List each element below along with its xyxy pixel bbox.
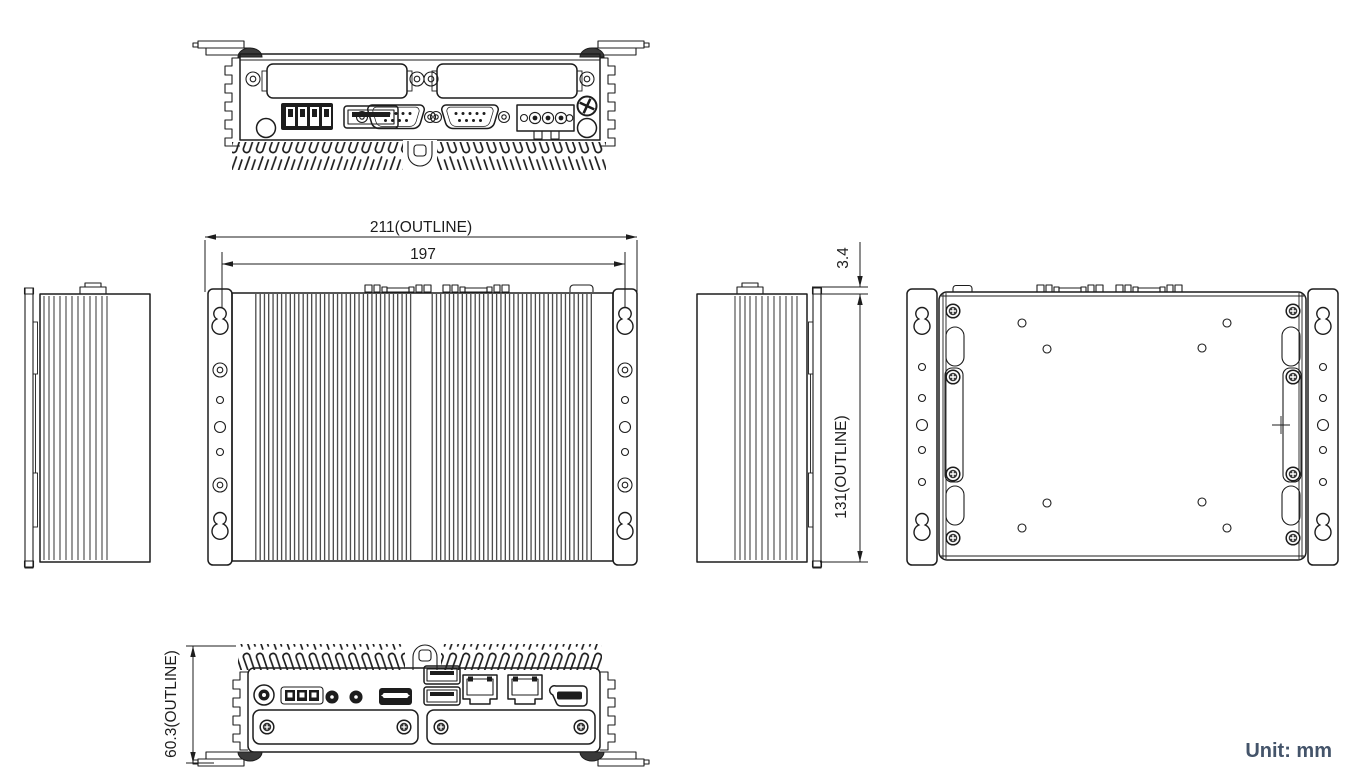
keyhole-slot — [913, 306, 931, 336]
round-hole — [255, 117, 277, 139]
connector-top-profile — [364, 284, 432, 293]
left-side-view — [23, 282, 151, 569]
dim-label-131: 131(OUTLINE) — [833, 415, 850, 518]
plate-rail-left — [942, 293, 965, 559]
slot-screw — [423, 71, 439, 87]
expansion-slot-cover — [436, 63, 578, 99]
dim-label-211: 211(OUTLINE) — [370, 219, 472, 236]
plate-rail-right — [1281, 293, 1303, 559]
keyhole-slot — [913, 512, 931, 542]
connector-top-profile — [442, 284, 510, 293]
mounting-plate-edge — [812, 287, 822, 569]
keyhole-slot — [1314, 306, 1332, 336]
hdmi-port — [379, 688, 412, 705]
heatsink-fins — [253, 294, 413, 560]
usb-port — [423, 665, 461, 685]
top-tab — [736, 282, 764, 295]
heatsink-fins — [238, 642, 602, 672]
audio-jack — [325, 690, 339, 704]
top-tab — [79, 282, 107, 295]
expansion-slot-cover — [252, 709, 419, 745]
side-body — [696, 293, 808, 563]
serial-port-db9 — [429, 104, 511, 130]
expansion-slot-cover — [426, 709, 596, 745]
keyhole-slot — [211, 511, 229, 541]
connector-top-profile — [1036, 284, 1104, 293]
cover-screw — [259, 719, 275, 735]
top-view — [192, 40, 650, 172]
mounting-plate-edge — [24, 287, 34, 569]
lan-port — [507, 674, 543, 705]
mounting-bracket-left — [906, 288, 938, 566]
connector-top-profile — [1115, 284, 1183, 293]
lan-port — [462, 674, 498, 705]
cover-screw — [433, 719, 449, 735]
dim-label-197: 197 — [410, 246, 436, 263]
keyhole-slot — [616, 306, 634, 336]
heatsink-fins — [429, 294, 592, 560]
expansion-slot-cover — [266, 63, 408, 99]
usb-port — [423, 686, 461, 706]
audio-jack — [349, 690, 363, 704]
displayport — [548, 684, 588, 707]
front-view — [207, 284, 638, 566]
side-body — [39, 293, 151, 563]
power-terminal-block — [516, 104, 575, 140]
dimension-height-outline: 131(OUTLINE) — [820, 294, 868, 563]
dim-label-3-4: 3.4 — [835, 247, 852, 269]
mounting-plate — [938, 291, 1307, 561]
dip-switch — [281, 103, 333, 130]
bottom-view — [192, 642, 650, 767]
keyhole-slot — [211, 306, 229, 336]
plate-screw-holes — [1017, 318, 1232, 533]
keyhole-slot — [616, 511, 634, 541]
top-tab — [569, 284, 594, 292]
mounting-ear-left — [192, 751, 263, 767]
mounting-bracket-right — [1307, 288, 1339, 566]
right-side-view — [696, 282, 823, 569]
mounting-ear-right — [579, 751, 650, 767]
dim-label-60-3: 60.3(OUTLINE) — [163, 650, 180, 758]
heatsink-fins — [232, 140, 606, 172]
unit-label: Unit: mm — [1245, 740, 1332, 762]
dimension-width-outline: 211(OUTLINE) — [204, 219, 638, 292]
rear-view — [906, 284, 1339, 566]
power-button — [253, 684, 275, 706]
cover-screw — [573, 719, 589, 735]
side-fin-edge-right — [600, 57, 616, 147]
keyhole-slot — [1314, 512, 1332, 542]
top-tab — [952, 284, 973, 292]
round-hole — [576, 117, 598, 139]
center-cross-mark — [1272, 416, 1290, 434]
dimension-depth-outline: 60.3(OUTLINE) — [163, 645, 236, 764]
front-body — [231, 292, 614, 562]
dimension-plate-offset: 3.4 — [812, 242, 868, 295]
side-fin-edge-left — [224, 57, 240, 147]
grounding-screw — [576, 95, 598, 117]
indicator-block — [280, 686, 324, 705]
usb-port — [343, 105, 399, 129]
cover-screw — [396, 719, 412, 735]
slot-screw — [245, 71, 261, 87]
